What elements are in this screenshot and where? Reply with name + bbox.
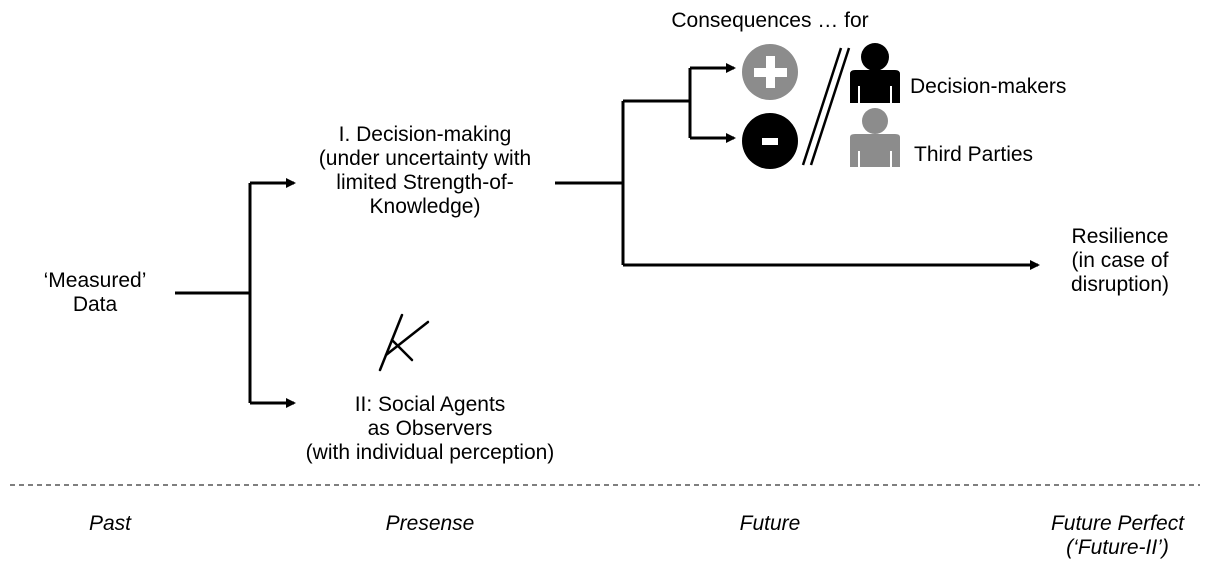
third-parties-label: Third Parties [914, 143, 1034, 166]
timeline-past: Past [88, 512, 132, 535]
plus-circle-icon [742, 44, 798, 100]
decision-making-label: I. Decision-making (under uncertainty wi… [318, 123, 532, 218]
third-party-person-icon [850, 108, 900, 167]
minus-circle-icon [742, 113, 798, 169]
measured-data-label: ‘Measured’ Data [43, 269, 147, 316]
timeline-future-perfect: Future Perfect (‘Future-II’) [1050, 512, 1185, 559]
consequences-heading: Consequences … for [671, 9, 869, 32]
decision-maker-person-icon [850, 43, 900, 103]
social-agents-label: II: Social Agents as Observers (with ind… [305, 393, 555, 464]
decision-branch-connector [555, 63, 1040, 270]
timeline-future: Future [739, 512, 801, 535]
timeline-present: Presense [385, 512, 475, 535]
crossed-observer-icon [378, 313, 430, 372]
data-branch-connector [175, 178, 296, 408]
double-slash-separator [801, 47, 851, 166]
resilience-label: Resilience (in case of disruption) [1070, 225, 1170, 296]
decision-makers-label: Decision-makers [910, 75, 1067, 98]
